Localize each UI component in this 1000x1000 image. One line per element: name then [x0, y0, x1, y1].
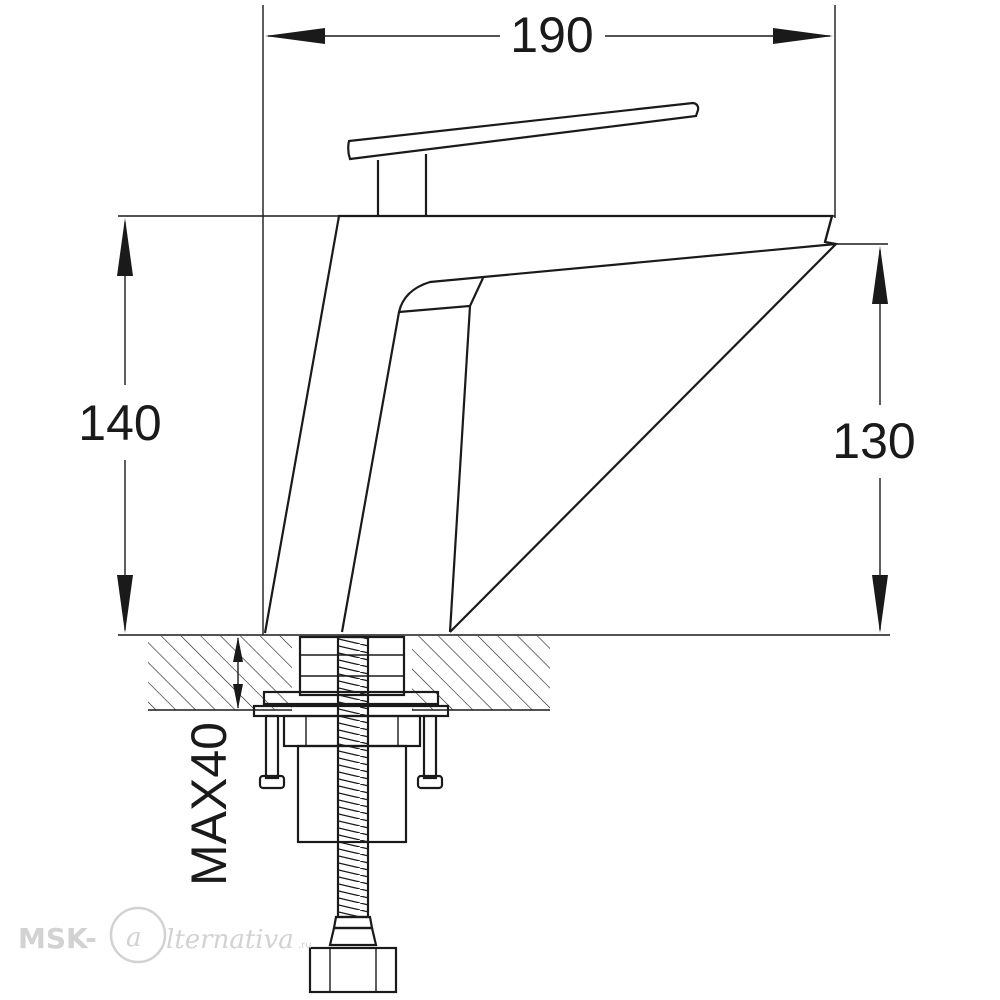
watermark-prefix: MSK- — [18, 922, 97, 955]
watermark-tld: .ru — [298, 940, 312, 951]
spout-height-label: 130 — [832, 413, 915, 469]
max-thickness-label: MAX40 — [181, 722, 237, 886]
max-thickness-dimension: MAX40 — [181, 637, 243, 886]
total-height-dimension: 140 — [78, 215, 890, 636]
total-height-label: 140 — [78, 395, 161, 451]
mounting-hardware — [252, 635, 450, 994]
spout-height-dimension: 130 — [832, 243, 916, 633]
faucet-body — [263, 101, 839, 634]
width-dimension: 190 — [262, 5, 836, 635]
watermark: MSK- a lternativa .ru — [18, 906, 312, 964]
width-label: 190 — [510, 7, 593, 63]
watermark-ring-icon — [109, 906, 167, 964]
watermark-suffix: lternativa — [166, 925, 294, 955]
watermark-mark: a — [126, 923, 142, 953]
